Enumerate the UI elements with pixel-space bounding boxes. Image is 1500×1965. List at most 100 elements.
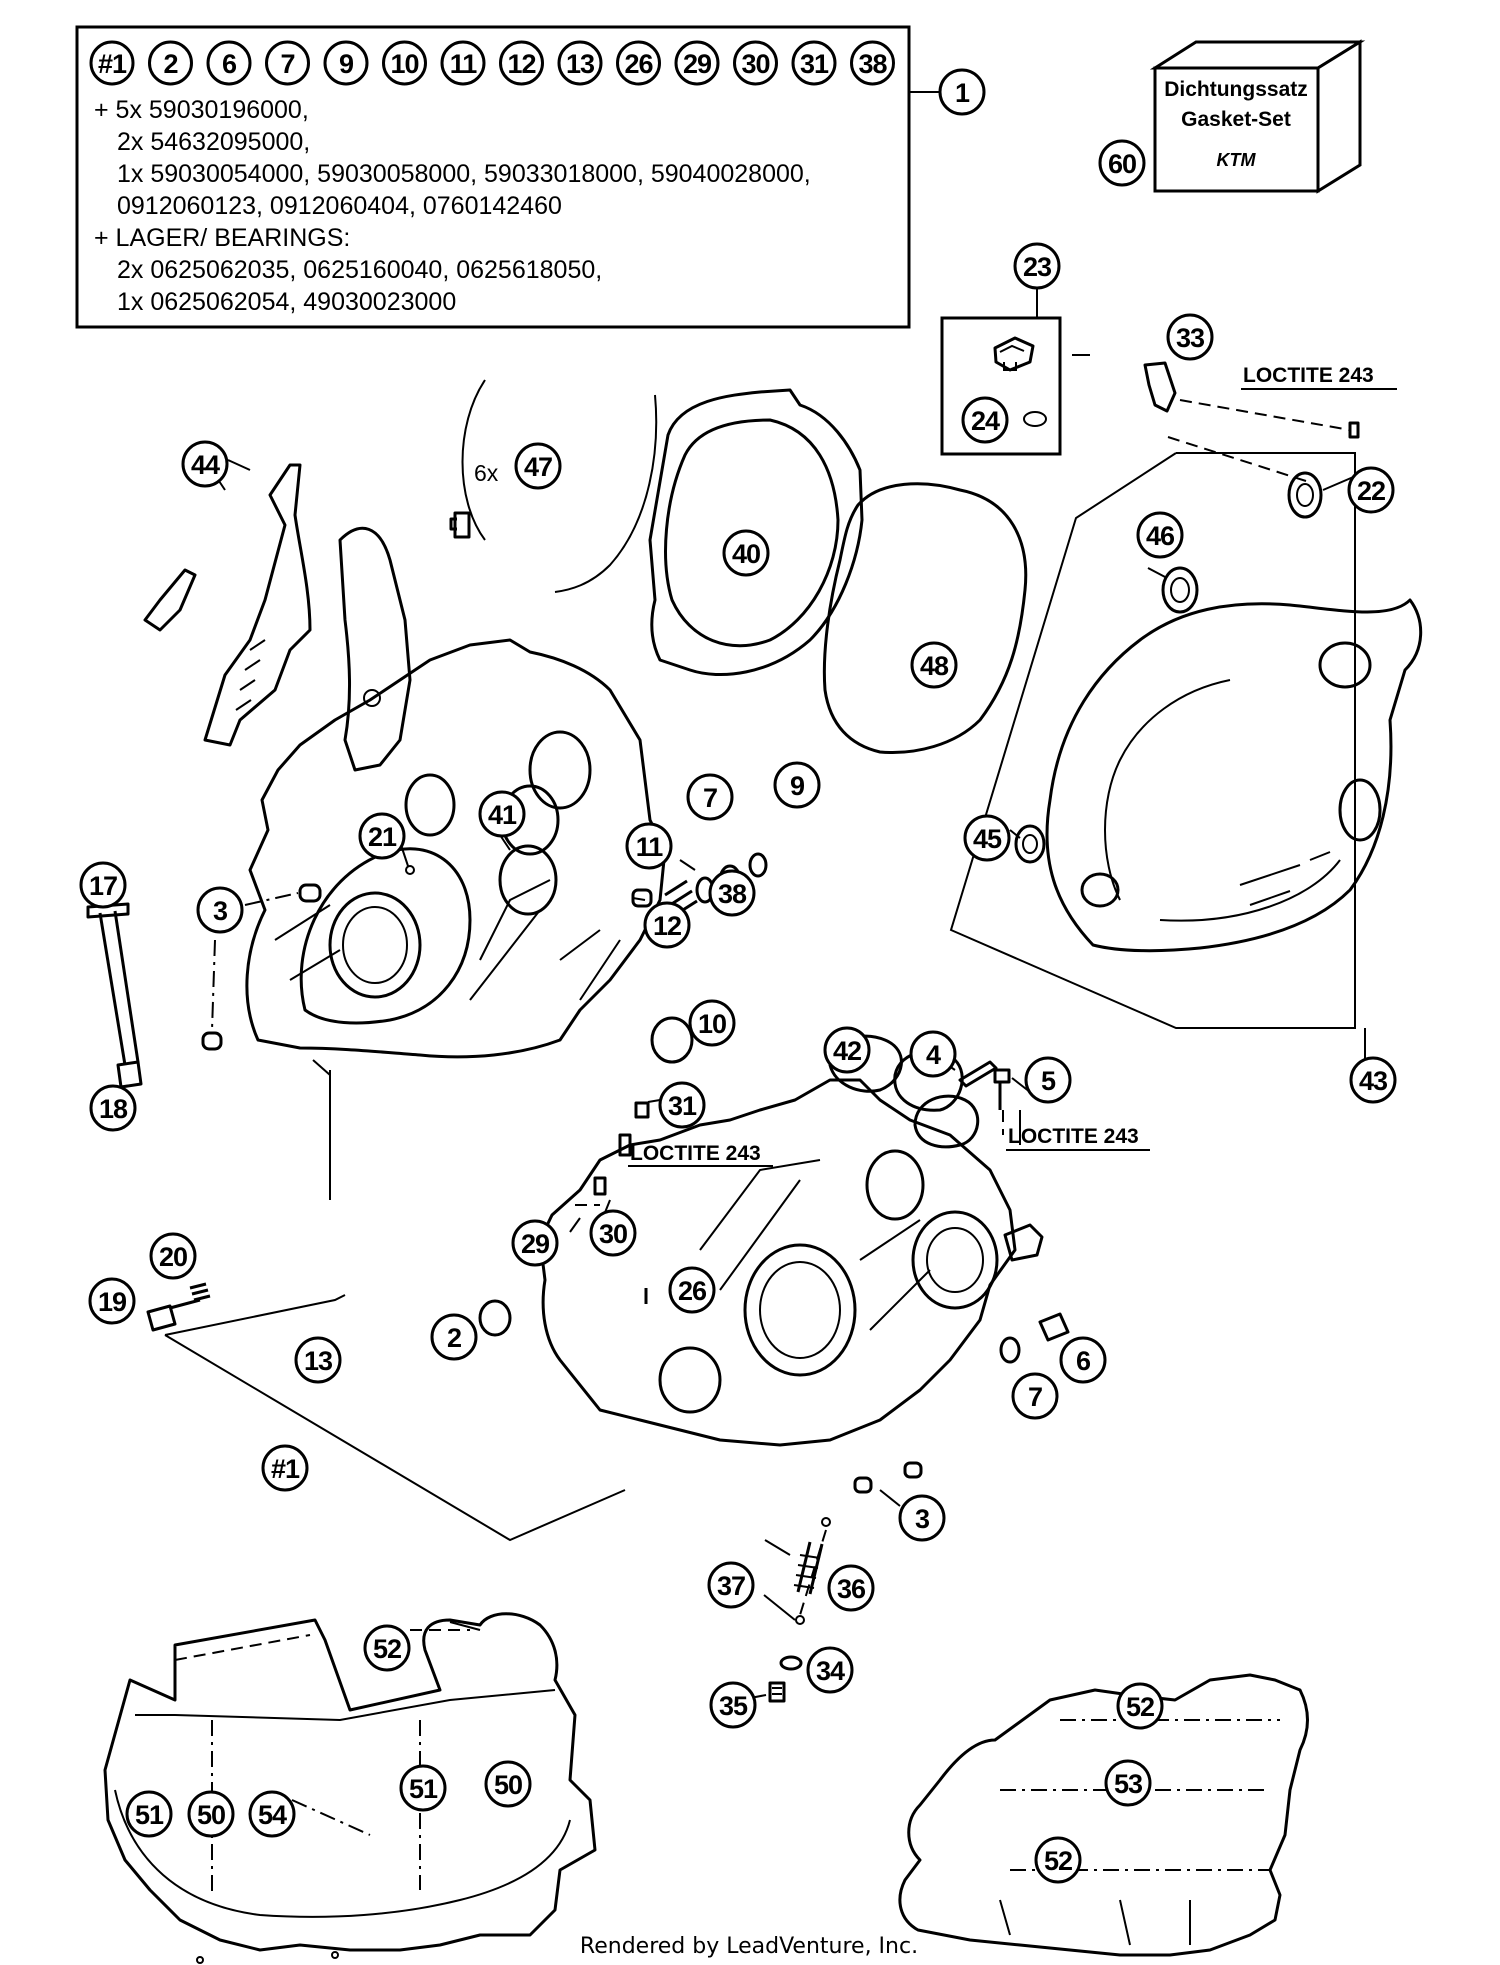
callout-c13: 13 <box>294 1336 342 1384</box>
callout-c19: 19 <box>88 1277 136 1325</box>
callout-c23-label: 23 <box>1023 252 1052 282</box>
callout-c51a: 51 <box>125 1790 173 1838</box>
callout-kit-1-label: 1 <box>955 78 970 108</box>
callout-c47: 47 <box>514 442 562 490</box>
callout-c35: 35 <box>709 1681 757 1729</box>
kit-header-callout-2: 6 <box>206 40 252 86</box>
callout-c29-label: 29 <box>521 1229 550 1259</box>
callout-c7a: 7 <box>686 773 734 821</box>
callout-c52c: 52 <box>1034 1836 1082 1884</box>
kit-line-1: + 5x 59030196000, <box>94 96 309 124</box>
callout-c9: 9 <box>773 761 821 809</box>
callout-c7b-label: 7 <box>1028 1382 1042 1412</box>
callout-c26: 26 <box>668 1266 716 1314</box>
callout-c2: 2 <box>430 1313 478 1361</box>
callout-c13-label: 13 <box>304 1346 333 1376</box>
kit-header-callout-10-label: 29 <box>683 49 712 79</box>
callout-c44: 44 <box>181 440 229 488</box>
kit-line-7: 1x 0625062054, 49030023000 <box>117 288 456 316</box>
bolt-quantity-label: 6x <box>474 460 499 486</box>
callout-c50b: 50 <box>484 1760 532 1808</box>
callout-c35-label: 35 <box>719 1691 748 1721</box>
callout-c29: 29 <box>511 1219 559 1267</box>
kit-header-callout-4-label: 9 <box>339 49 354 79</box>
kit-header-callout-6: 11 <box>440 40 486 86</box>
callout-c5-label: 5 <box>1041 1066 1056 1096</box>
callout-c43-label: 43 <box>1359 1066 1388 1096</box>
kit-header-callout-9-label: 26 <box>624 49 653 79</box>
callout-c5: 5 <box>1024 1056 1072 1104</box>
kit-header-callout-0: #1 <box>89 40 135 86</box>
callout-c6-label: 6 <box>1076 1346 1091 1376</box>
kit-header-callout-7-label: 12 <box>507 49 535 79</box>
callout-c44-label: 44 <box>191 450 220 480</box>
gasket-set-brand-logo: KTM <box>1217 150 1257 170</box>
kit-header-callout-9: 26 <box>616 40 661 86</box>
callout-c33-label: 33 <box>1176 323 1205 353</box>
callout-c20: 20 <box>149 1232 197 1280</box>
callout-c11-label: 11 <box>636 832 664 862</box>
loctite-label-right: LOCTITE 243 <box>1006 1125 1150 1151</box>
callout-c2-label: 2 <box>447 1323 461 1353</box>
crankcase-bracket-lines <box>164 1294 626 1542</box>
kit-header-callout-8-label: 13 <box>566 49 595 79</box>
callout-c37: 37 <box>707 1561 755 1609</box>
crankcase-gasket-right <box>898 1673 1309 1957</box>
kit-header-callout-5-label: 10 <box>390 49 418 79</box>
callout-c53-label: 53 <box>1114 1769 1143 1799</box>
callout-c54-label: 54 <box>258 1800 287 1830</box>
callout-c17-label: 17 <box>89 871 117 901</box>
callout-c52b: 52 <box>1116 1682 1164 1730</box>
callout-c4: 4 <box>909 1030 957 1078</box>
kit-line-2: 2x 54632095000, <box>117 128 310 156</box>
callout-c20-label: 20 <box>159 1242 187 1272</box>
callout-c17: 17 <box>79 861 127 909</box>
callout-c9-label: 9 <box>790 771 805 801</box>
kit-header-callout-13-label: 38 <box>858 49 887 79</box>
callout-c52b-label: 52 <box>1126 1692 1154 1722</box>
kit-header-callout-4: 9 <box>323 40 369 86</box>
callout-c36-label: 36 <box>837 1574 866 1604</box>
callout-c24: 24 <box>961 396 1009 444</box>
gasket-set-label-en: Gasket-Set <box>1181 108 1291 131</box>
callout-c31-label: 31 <box>668 1091 697 1121</box>
callout-c41-label: 41 <box>488 800 517 830</box>
ignition-cover-assembly <box>949 361 1423 1029</box>
kit-header-callout-5: 10 <box>382 40 427 86</box>
loctite-label-upper-right: LOCTITE 243 <box>1241 364 1397 390</box>
callout-c24-label: 24 <box>971 406 1000 436</box>
callout-c52c-label: 52 <box>1044 1846 1072 1876</box>
callout-c40: 40 <box>722 529 770 577</box>
svg-text:LOCTITE 243: LOCTITE 243 <box>1008 1125 1139 1148</box>
leader-lines <box>214 354 1359 1700</box>
kit-header-callout-12: 31 <box>791 40 837 86</box>
oil-plug-inset <box>940 285 1062 456</box>
callout-c12: 12 <box>643 901 691 949</box>
kit-header-callout-11: 30 <box>733 40 778 86</box>
callout-c6: 6 <box>1059 1336 1107 1384</box>
callout-c7b: 7 <box>1011 1372 1059 1420</box>
callout-c21-label: 21 <box>368 822 397 852</box>
kit-header-callout-1: 2 <box>148 40 193 86</box>
callout-c36: 36 <box>827 1564 875 1612</box>
gasket-set-box: Dichtungssatz Gasket-Set KTM <box>1149 39 1366 194</box>
callout-c23: 23 <box>1013 242 1061 290</box>
callout-c18: 18 <box>89 1084 137 1132</box>
kit-header-callout-6-label: 11 <box>450 49 478 79</box>
gasket-set-label-de: Dichtungssatz <box>1164 78 1308 101</box>
svg-text:LOCTITE 243: LOCTITE 243 <box>1243 364 1374 387</box>
callout-c3b-label: 3 <box>915 1504 930 1534</box>
kit-header-callout-13: 38 <box>850 40 895 86</box>
callout-c34-label: 34 <box>816 1656 845 1686</box>
callout-c11: 11 <box>625 822 673 870</box>
chain-guide-part <box>143 463 412 772</box>
callout-c34: 34 <box>806 1646 854 1694</box>
callout-gasket-set-60: 60 <box>1098 139 1146 187</box>
callout-c4-label: 4 <box>926 1040 941 1070</box>
callout-c51b: 51 <box>399 1764 447 1812</box>
callout-c42: 42 <box>823 1026 871 1074</box>
footer-credit: Rendered by LeadVenture, Inc. <box>580 1934 918 1959</box>
kit-header-callout-1-label: 2 <box>163 49 177 79</box>
callout-c50b-label: 50 <box>494 1770 522 1800</box>
